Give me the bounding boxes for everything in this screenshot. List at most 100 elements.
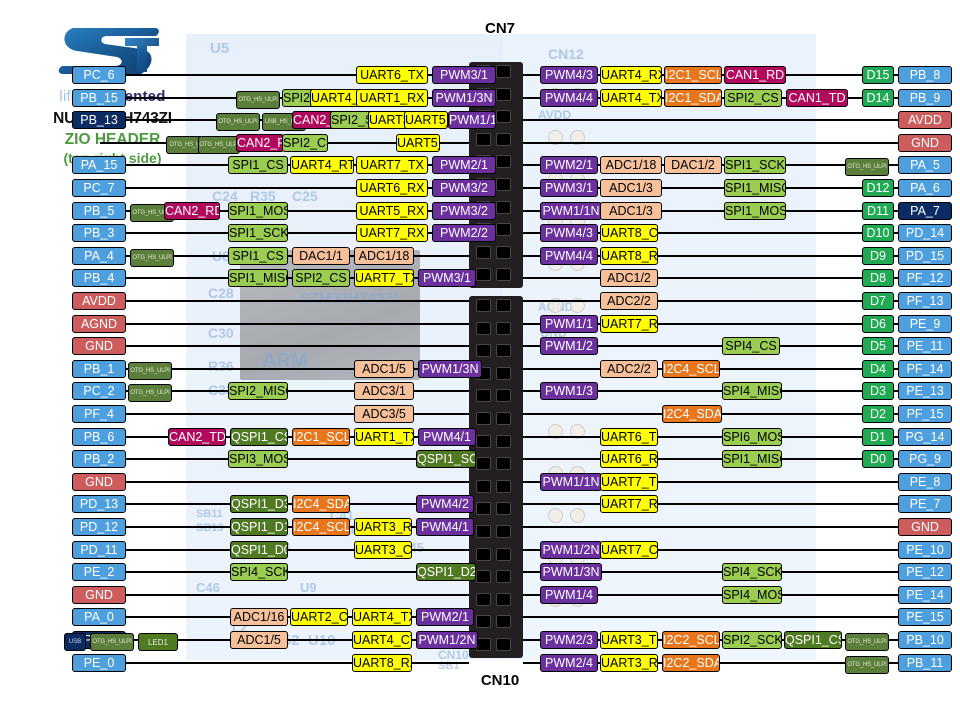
pin-label-pb_6[interactable]: PB_6 bbox=[72, 427, 126, 446]
pin-label-pb_8[interactable]: PB_8 bbox=[898, 66, 952, 84]
func-can1-td[interactable]: CAN1_TD bbox=[786, 88, 848, 107]
func-pwm1-1n[interactable]: PWM1/1N bbox=[540, 472, 602, 491]
func-i2c1-scl[interactable]: I2C1_SCL bbox=[292, 427, 350, 446]
pin-label-pe_9[interactable]: PE_9 bbox=[898, 314, 952, 333]
func-spi4-sck[interactable]: SPI4_SCK bbox=[722, 563, 782, 582]
pin-label-pa_5[interactable]: PA_5 bbox=[898, 156, 952, 175]
pin-label-pf_13[interactable]: PF_13 bbox=[898, 292, 952, 310]
func-spi1-mosi[interactable]: SPI1_MOSI bbox=[228, 201, 288, 220]
badge-otg-hs-ulpi[interactable]: OTG_HS_ULPI bbox=[845, 655, 889, 674]
func-adc3-5[interactable]: ADC3/5 bbox=[354, 405, 414, 423]
func-i2c4-sda[interactable]: I2C4_SDA bbox=[292, 495, 350, 514]
pin-label-pb_1[interactable]: PB_1 bbox=[72, 359, 126, 378]
func-qspi1-d2[interactable]: QSPI1_D2 bbox=[416, 563, 476, 582]
pin-label-pa_7[interactable]: PA_7 bbox=[898, 201, 952, 220]
func-spi1-miso[interactable]: SPI1_MISO bbox=[724, 179, 786, 197]
func-uart5-rx[interactable]: UART5_RX bbox=[396, 133, 440, 152]
func-pwm3-1[interactable]: PWM3/1 bbox=[540, 179, 598, 197]
func-spi1-miso[interactable]: SPI1_MISO bbox=[722, 450, 782, 469]
func-pwm3-2[interactable]: PWM3/2 bbox=[432, 179, 496, 197]
arduino-pin-d3[interactable]: D3 bbox=[862, 382, 894, 401]
func-spi1-cs[interactable]: SPI1_CS bbox=[228, 156, 288, 175]
func-spi4-miso[interactable]: SPI4_MISO bbox=[722, 382, 782, 401]
func-adc1-18[interactable]: ADC1/18 bbox=[354, 246, 414, 265]
func-uart8-cts[interactable]: UART8_CTS bbox=[600, 224, 658, 243]
pin-label-pe_14[interactable]: PE_14 bbox=[898, 585, 952, 604]
arduino-pin-d2[interactable]: D2 bbox=[862, 405, 894, 423]
func-can1-rd[interactable]: CAN1_RD bbox=[724, 66, 786, 84]
pin-label-gnd[interactable]: GND bbox=[898, 133, 952, 152]
pin-label-pb_9[interactable]: PB_9 bbox=[898, 88, 952, 107]
pin-label-pa_4[interactable]: PA_4 bbox=[72, 246, 126, 265]
arduino-pin-d6[interactable]: D6 bbox=[862, 314, 894, 333]
pin-label-pe_2[interactable]: PE_2 bbox=[72, 563, 126, 582]
func-i2c4-scl[interactable]: I2C4_SCL bbox=[662, 359, 720, 378]
func-pwm1-3n[interactable]: PWM1/3N bbox=[418, 359, 482, 378]
func-uart4-rts[interactable]: UART4_RTS bbox=[290, 156, 354, 175]
badge-led1[interactable]: LED1 bbox=[138, 633, 178, 651]
func-spi2-cs[interactable]: SPI2_CS bbox=[292, 269, 350, 288]
func-i2c2-sda[interactable]: I2C2_SDA bbox=[662, 653, 720, 672]
func-pwm1-4[interactable]: PWM1/4 bbox=[540, 585, 598, 604]
func-adc1-3[interactable]: ADC1/3 bbox=[600, 201, 662, 220]
pin-label-pc_2[interactable]: PC_2 bbox=[72, 382, 126, 401]
func-uart3-tx[interactable]: UART3_TX bbox=[600, 631, 658, 649]
pin-label-pc_6[interactable]: PC_6 bbox=[72, 66, 126, 84]
pin-label-pf_12[interactable]: PF_12 bbox=[898, 269, 952, 288]
badge-otg-hs-ulpi[interactable]: OTG_HS_ULPI bbox=[845, 633, 889, 651]
arduino-pin-d14[interactable]: D14 bbox=[862, 88, 894, 107]
func-spi2-miso[interactable]: SPI2_MISO bbox=[228, 382, 288, 401]
func-uart6-tx[interactable]: UART6_TX bbox=[356, 66, 428, 84]
pin-label-pb_10[interactable]: PB_10 bbox=[898, 631, 952, 649]
arduino-pin-d0[interactable]: D0 bbox=[862, 450, 894, 469]
pin-label-pf_14[interactable]: PF_14 bbox=[898, 359, 952, 378]
pin-label-pb_5[interactable]: PB_5 bbox=[72, 201, 126, 220]
func-uart7-tx[interactable]: UART7_TX bbox=[600, 472, 658, 491]
pin-label-pa_15[interactable]: PA_15 bbox=[72, 156, 126, 175]
func-uart6-rx[interactable]: UART6_RX bbox=[600, 450, 658, 469]
pin-label-pd_13[interactable]: PD_13 bbox=[72, 495, 126, 514]
func-adc1-5[interactable]: ADC1/5 bbox=[230, 631, 288, 649]
func-i2c2-scl[interactable]: I2C2_SCL bbox=[662, 631, 720, 649]
func-pwm2-3[interactable]: PWM2/3 bbox=[540, 631, 598, 649]
func-can2-td[interactable]: CAN2_TD bbox=[168, 427, 226, 446]
func-pwm1-2n[interactable]: PWM1/2N bbox=[540, 540, 602, 559]
func-uart4-cts[interactable]: UART4_CTS bbox=[310, 88, 362, 107]
func-uart4-tx[interactable]: UART4_TX bbox=[352, 608, 412, 627]
func-pwm1-3n[interactable]: PWM1/3N bbox=[540, 563, 602, 582]
func-uart1-rx[interactable]: UART1_RX bbox=[356, 88, 428, 107]
pin-label-pb_3[interactable]: PB_3 bbox=[72, 224, 126, 243]
pin-label-pd_12[interactable]: PD_12 bbox=[72, 518, 126, 536]
func-uart7-rx[interactable]: UART7_RX bbox=[356, 224, 428, 243]
arduino-pin-d1[interactable]: D1 bbox=[862, 427, 894, 446]
func-adc1-2[interactable]: ADC1/2 bbox=[600, 269, 658, 288]
func-adc3-1[interactable]: ADC3/1 bbox=[354, 382, 414, 401]
pin-label-pe_7[interactable]: PE_7 bbox=[898, 495, 952, 514]
func-uart8-rx[interactable]: UART8_RX bbox=[352, 653, 412, 672]
pin-label-gnd[interactable]: GND bbox=[72, 585, 126, 604]
func-pwm2-4[interactable]: PWM2/4 bbox=[540, 653, 598, 672]
pin-label-pe_8[interactable]: PE_8 bbox=[898, 472, 952, 491]
arduino-pin-d8[interactable]: D8 bbox=[862, 269, 894, 288]
func-spi3-mosi[interactable]: SPI3_MOSI bbox=[228, 450, 288, 469]
arduino-pin-d9[interactable]: D9 bbox=[862, 246, 894, 265]
pin-label-pa_6[interactable]: PA_6 bbox=[898, 179, 952, 197]
func-pwm2-1[interactable]: PWM2/1 bbox=[432, 156, 496, 175]
func-pwm1-2[interactable]: PWM1/2 bbox=[540, 337, 598, 356]
func-i2c4-sda[interactable]: I2C4_SDA bbox=[662, 405, 722, 423]
arduino-pin-d15[interactable]: D15 bbox=[862, 66, 894, 84]
badge-otg-hs-ulpi[interactable]: OTG_HS_ULPI bbox=[216, 113, 260, 132]
func-spi1-mosi[interactable]: SPI1_MOSI bbox=[724, 201, 786, 220]
func-pwm1-2n[interactable]: PWM1/2N bbox=[416, 631, 478, 649]
func-pwm1-1n[interactable]: PWM1/1N bbox=[448, 111, 496, 130]
func-spi2-sck[interactable]: SPI2_SCK bbox=[722, 631, 782, 649]
func-adc1-16[interactable]: ADC1/16 bbox=[230, 608, 288, 627]
arduino-pin-d10[interactable]: D10 bbox=[862, 224, 894, 243]
pin-label-pe_11[interactable]: PE_11 bbox=[898, 337, 952, 356]
func-spi1-sck[interactable]: SPI1_SCK bbox=[228, 224, 288, 243]
func-i2c1-scl[interactable]: I2C1_SCL bbox=[664, 66, 722, 84]
func-uart5-rx[interactable]: UART5_RX bbox=[356, 201, 428, 220]
func-spi4-sck[interactable]: SPI4_SCK bbox=[230, 563, 288, 582]
pin-label-pf_4[interactable]: PF_4 bbox=[72, 405, 126, 423]
func-qspi1-d3[interactable]: QSPI1_D3 bbox=[230, 495, 288, 514]
